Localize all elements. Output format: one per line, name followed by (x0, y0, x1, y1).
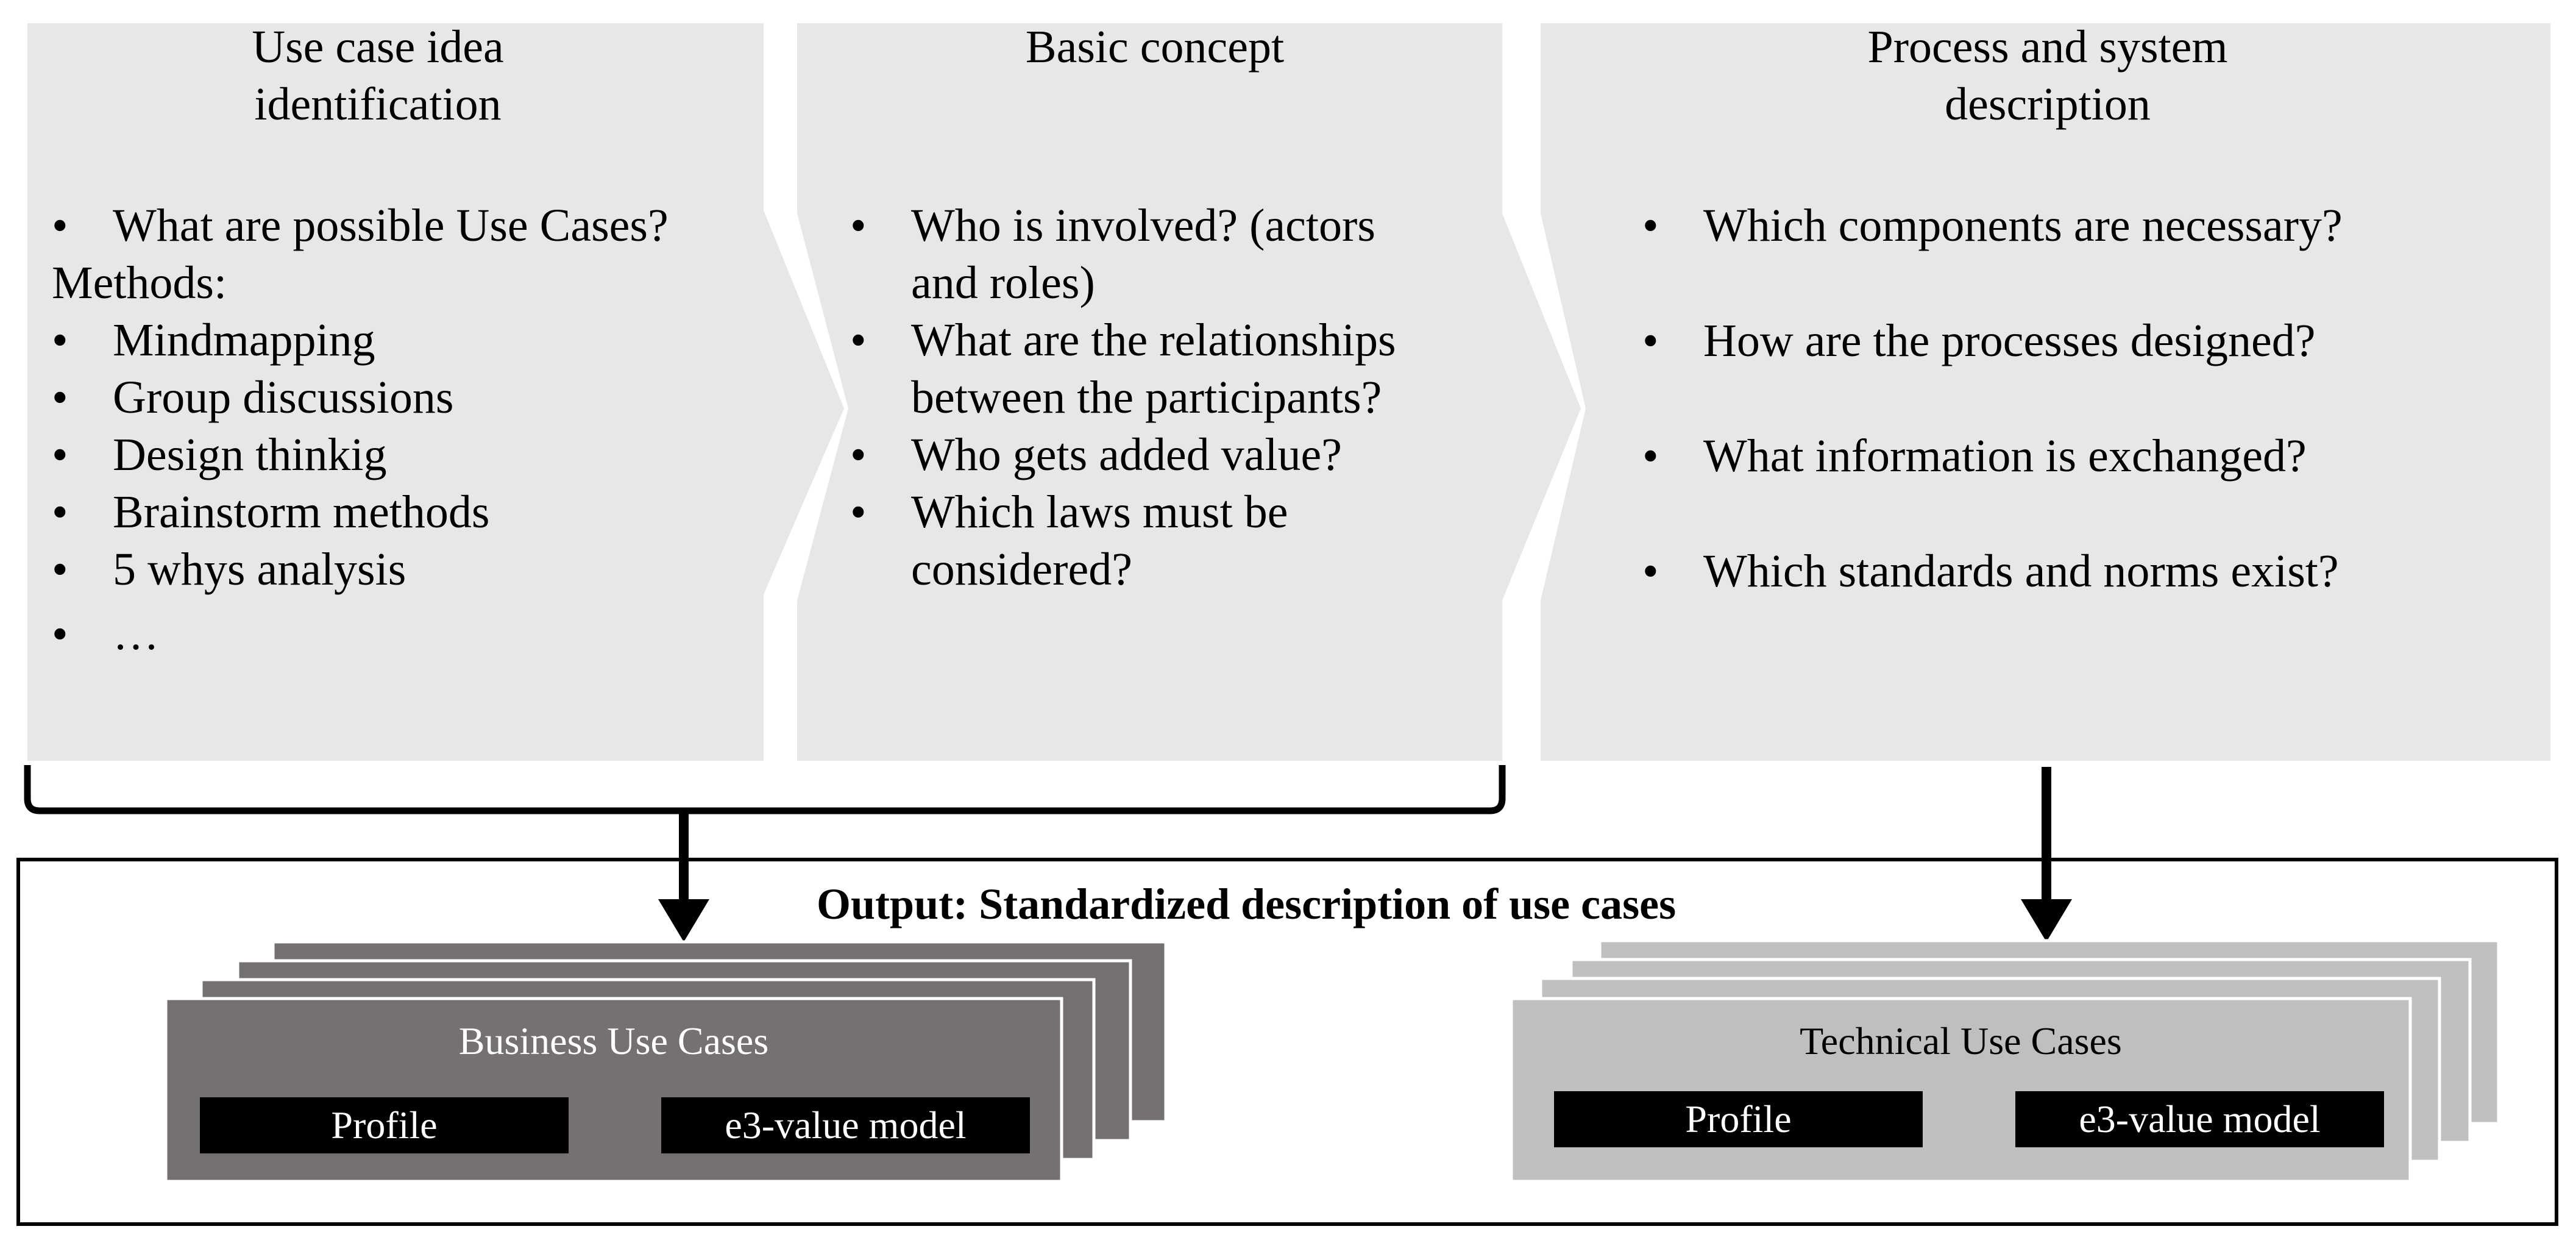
phase-3-list: Which components are necessary? How are … (1642, 197, 2544, 600)
phase-1-item: Brainstorm methods (52, 483, 753, 541)
phase-3-item: Which standards and norms exist? (1642, 543, 2544, 600)
phase-1-methods-label: Methods: (52, 257, 227, 308)
phase-2-item: Who is involved? (actors (850, 197, 1496, 254)
phase-2-item: Who gets added value? (850, 426, 1496, 483)
output-title: Output: Standardized description of use … (817, 880, 1677, 928)
phase-1: Use case idea identification What are po… (52, 18, 753, 663)
technical-card-front (1510, 997, 2412, 1183)
phase-1-title: Use case idea identification (0, 18, 756, 133)
business-e3-value-model-label: e3-value model (661, 1097, 1030, 1153)
technical-profile-label: Profile (1554, 1091, 1923, 1147)
phase-3-title-line2: description (1945, 79, 2151, 130)
phase-2-title: Basic concept (850, 18, 1460, 133)
phase-2-list: Who is involved? (actors and roles) What… (850, 197, 1496, 598)
business-profile-label: Profile (200, 1097, 569, 1153)
phase-1-item: Mindmapping (52, 312, 753, 369)
phase-1-item: Group discussions (52, 369, 753, 426)
phase-2: Basic concept Who is involved? (actors a… (850, 18, 1496, 598)
phase-2-item-continued: considered? (911, 544, 1132, 595)
output-frame (16, 858, 2558, 1226)
business-use-cases-title: Business Use Cases (458, 1019, 769, 1063)
phase-1-item: 5 whys analysis (52, 541, 753, 598)
technical-e3-value-model-label: e3-value model (2015, 1091, 2384, 1147)
phase-1-list: What are possible Use Cases? Methods: Mi… (52, 197, 753, 663)
phase-3: Process and system description Which com… (1642, 18, 2544, 658)
phase-3-title-line1: Process and system (1867, 21, 2228, 73)
phase-1-title-line1: Use case idea (252, 21, 504, 73)
technical-use-cases-title: Technical Use Cases (1800, 1019, 2122, 1063)
phase-3-item: Which components are necessary? (1642, 197, 2544, 254)
phase-2-item: What are the relationships (850, 312, 1496, 369)
phase-2-item-continued: between the participants? (911, 372, 1382, 423)
phase-1-item: Design thinkig (52, 426, 753, 483)
phase-3-title: Process and system description (1642, 18, 2453, 133)
phase-1-title-line2: identification (254, 79, 502, 130)
phase-3-item: What information is exchanged? (1642, 427, 2544, 485)
phase-1-item: What are possible Use Cases? (52, 197, 753, 254)
phase-3-item: How are the processes designed? (1642, 312, 2544, 369)
phase-2-item-continued: and roles) (911, 257, 1095, 308)
phase-2-title-line1: Basic concept (1025, 21, 1285, 73)
phase-bracket (24, 765, 1506, 814)
phase-2-title-line2 (850, 76, 1460, 133)
phase-2-item: Which laws must be (850, 483, 1496, 541)
bracket-arrow-head (658, 899, 709, 942)
phase-1-item: … (52, 605, 753, 663)
phase-3-arrow-head (2021, 899, 2072, 942)
